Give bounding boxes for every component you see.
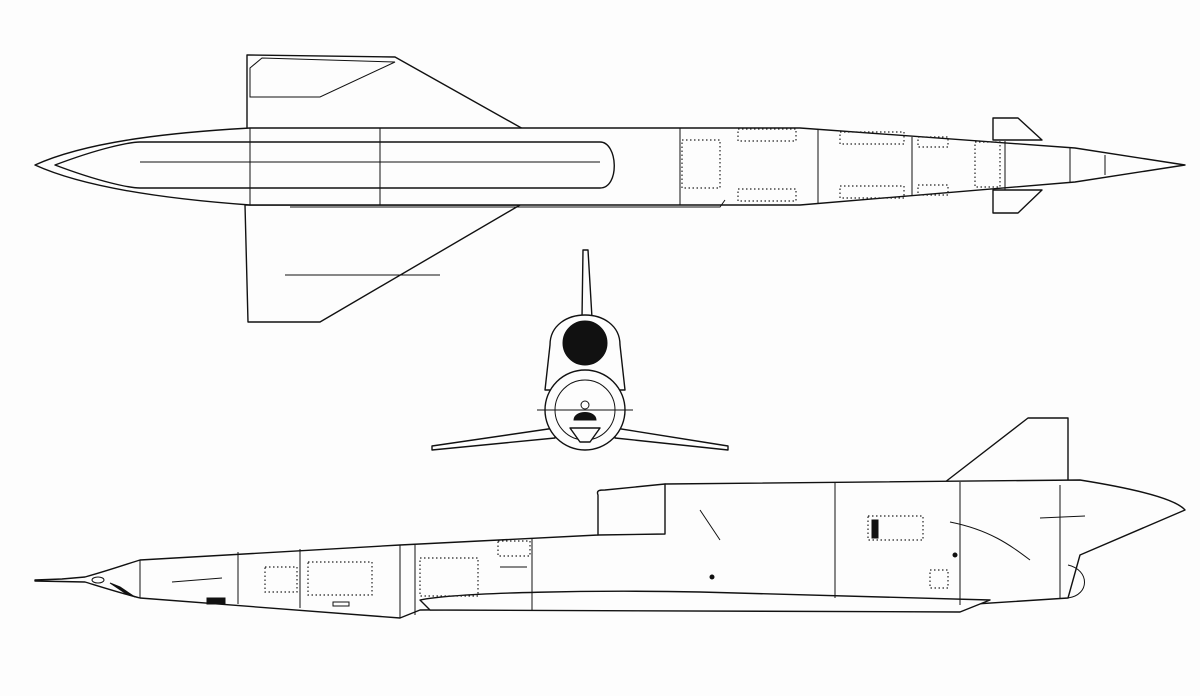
side-view xyxy=(34,417,1186,619)
fuselage-side xyxy=(34,479,1186,619)
engine-nacelle-top xyxy=(54,141,615,189)
intake xyxy=(562,320,608,366)
lower-wing xyxy=(244,204,521,323)
top-view xyxy=(34,54,1186,323)
engine-nacelle-side xyxy=(596,483,666,536)
tail-fin-lower xyxy=(992,189,1043,214)
vertical-fin-side xyxy=(939,417,1069,487)
vertical-fin-front xyxy=(581,249,593,319)
belly-pod xyxy=(419,590,991,613)
front-view xyxy=(431,249,729,451)
right-wing-front xyxy=(614,427,729,451)
left-wing-front xyxy=(431,427,556,451)
tail-fin-upper xyxy=(992,117,1043,141)
